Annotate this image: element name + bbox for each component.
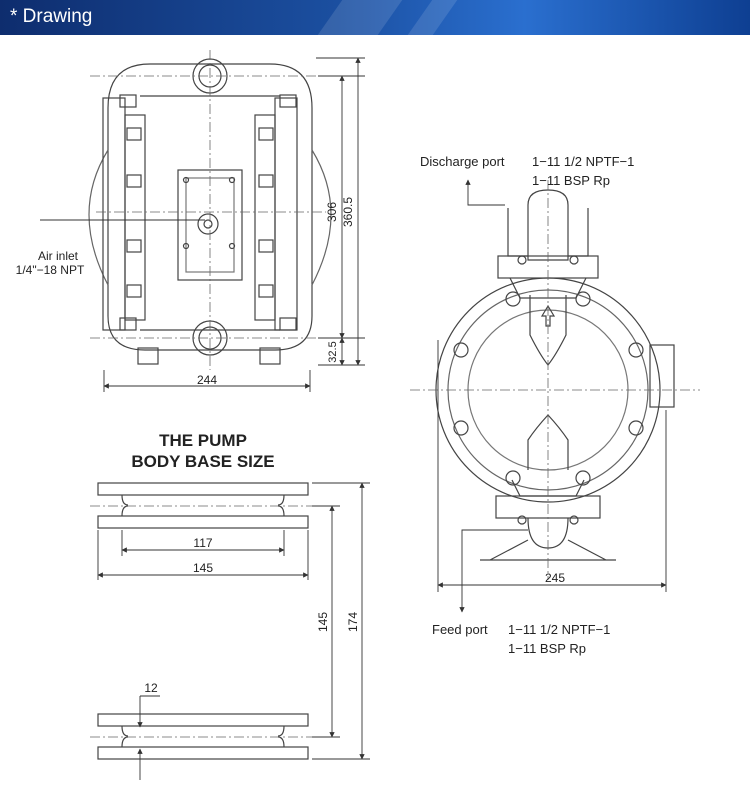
base-slot-dimension: 12 [144,681,158,695]
side-width-dimension: 245 [545,571,565,585]
base-title-sub: BODY BASE SIZE [131,452,274,471]
base-inner-height-dimension: 145 [316,612,330,632]
front-dimensions [40,57,365,392]
discharge-port-label: Discharge port [420,154,505,169]
side-view [410,180,700,580]
side-dimensions [437,179,667,613]
base-title: THE PUMP [159,431,247,450]
feed-port-spec-bsp: 1−11 BSP Rp [508,641,586,656]
header-streak [317,0,403,35]
base-inner-width-dimension: 117 [193,536,212,550]
base-dimensions [97,482,370,780]
header-streak [407,0,458,35]
discharge-port-spec: 1−11 1/2 NPTF−1 [532,154,634,169]
base-total-height-dimension: 174 [346,612,360,632]
air-inlet-label: Air inlet [38,249,79,263]
front-width-dimension: 244 [197,373,217,387]
base-drawing [90,482,330,760]
front-height-dimension: 306 [325,202,339,222]
technical-drawing: 244 306 360.5 32.5 Air inlet 1/4"−18 NPT [16,50,700,780]
air-inlet-spec: 1/4"−18 NPT [16,263,85,277]
discharge-port-spec-bsp: 1−11 BSP Rp [532,173,610,188]
front-view [88,50,332,370]
front-base-dimension: 32.5 [327,341,339,362]
feed-port-label: Feed port [432,622,488,637]
feed-port-spec: 1−11 1/2 NPTF−1 [508,622,610,637]
header-bar: * Drawing [0,0,750,35]
front-total-height-dimension: 360.5 [341,197,355,227]
page-title: * Drawing [10,6,93,27]
base-outer-width-dimension: 145 [193,561,213,575]
